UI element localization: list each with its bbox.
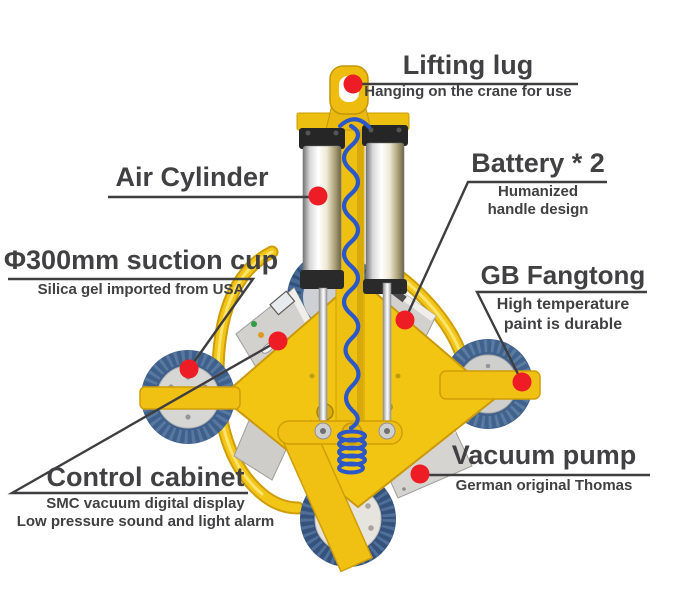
label-suction-cup: Φ300mm suction cup Silica gel imported f… <box>3 246 279 299</box>
label-subtitle-line2: Low pressure sound and light alarm <box>16 513 275 531</box>
label-subtitle-line1: SMC vacuum digital display <box>46 494 245 512</box>
leader-line-control-cabinet <box>7 339 279 495</box>
piston-rod-right <box>382 282 392 431</box>
label-gb-fangtong: GB Fangtong High temperature paint is du… <box>477 260 649 335</box>
air-hose-coil <box>337 117 371 475</box>
label-title: Air Cylinder <box>115 162 269 192</box>
label-subtitle-line1: Humanized <box>497 182 578 200</box>
label-vacuum-pump: Vacuum pump German original Thomas <box>437 441 651 495</box>
callout-dot-air-cylinder <box>308 186 328 206</box>
label-control-cabinet: Control cabinet SMC vacuum digital displ… <box>3 463 288 532</box>
air-cylinder-right <box>362 125 408 294</box>
label-title: Φ300mm suction cup <box>3 245 279 275</box>
callout-dot-suction-cup <box>179 359 199 379</box>
label-battery: Battery * 2 Humanized handle design <box>468 149 608 220</box>
callout-dot-gb-fangtong <box>512 372 532 392</box>
leader-lines <box>7 82 650 495</box>
callout-dots <box>179 74 532 484</box>
label-subtitle-line2: handle design <box>487 201 589 219</box>
label-title: Battery * 2 <box>471 148 605 178</box>
piston-rod-left <box>318 287 328 431</box>
callout-dot-battery <box>395 310 415 330</box>
leader-line-suction-cup <box>8 277 256 370</box>
label-lifting-lug: Lifting lug Hanging on the crane for use <box>358 51 578 101</box>
label-air-cylinder: Air Cylinder <box>86 163 298 192</box>
callout-dot-control-cabinet <box>268 331 288 351</box>
label-subtitle-line1: High temperature <box>496 295 630 313</box>
label-subtitle: German original Thomas <box>455 476 633 494</box>
leader-line-gb-fangtong <box>475 290 647 383</box>
label-subtitle: Hanging on the crane for use <box>364 82 572 100</box>
label-subtitle-line2: paint is durable <box>503 315 623 333</box>
left-arm <box>139 386 241 410</box>
callout-dot-lifting-lug <box>343 74 363 94</box>
label-title: GB Fangtong <box>480 260 646 290</box>
label-title: Vacuum pump <box>451 440 637 470</box>
air-cylinder-left <box>299 128 345 289</box>
label-title: Lifting lug <box>402 50 534 80</box>
callout-dot-vacuum-pump <box>410 464 430 484</box>
label-subtitle: Silica gel imported from USA <box>37 280 245 298</box>
leader-line-battery <box>403 180 607 321</box>
label-title: Control cabinet <box>46 462 245 492</box>
